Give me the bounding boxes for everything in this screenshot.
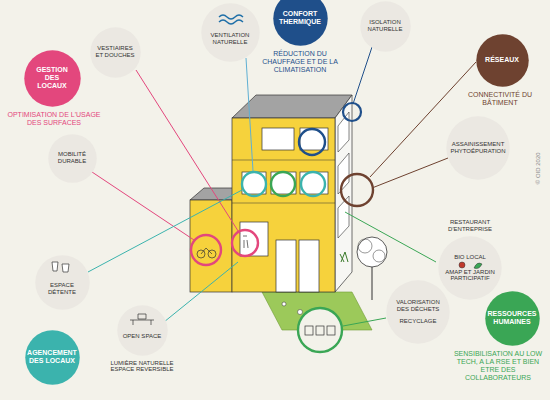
circle-content: OPEN SPACE [122,321,162,340]
theme-title: CONFORT THERMIQUE [277,10,323,26]
circle-content: VENTILATION NATURELLE [208,18,252,46]
circle-fill [476,34,528,86]
topic-text: BIO LOCAL [454,254,486,261]
caption-wrap: RÉDUCTION DU CHAUFFAGE ET DE LA CLIMATIS… [253,50,347,74]
circle-fill [35,255,89,309]
topic-circle: VESTIAIRES ET DOUCHES [90,27,141,78]
circle-outline [117,305,168,356]
circle-fill [24,50,80,106]
topic-circle: BIO LOCALAMAP ET JARDIN PARTICIPATIFREST… [438,236,502,300]
circle-content: RESSOURCES HUMAINES [489,310,535,326]
topic-text: VENTILATION NATURELLE [208,32,252,46]
circle-content: BIO LOCAL AMAP ET JARDIN PARTICIPATIF [445,254,495,283]
circle-content: GESTION DES LOCAUX [30,66,74,90]
theme-circle: GESTION DES LOCAUXOPTIMISATION DE L'USAG… [24,50,81,107]
circle-fill [485,291,539,345]
theme-circle: CONFORT THERMIQUERÉDUCTION DU CHAUFFAGE … [273,0,328,46]
theme-circle: RÉSEAUXCONNECTIVITÉ DU BÂTIMENT [476,34,529,87]
theme-title: AGENCEMENT DES LOCAUX [27,349,77,365]
theme-caption: RESTAURANT D'ENTREPRISE [435,219,505,233]
topic-text: ISOLATION NATURELLE [364,19,406,33]
topic-text: AMAP ET JARDIN PARTICIPATIF [445,269,495,283]
topic-circle: OPEN SPACELUMIÈRE NATURELLE ESPACE REVER… [117,305,168,356]
circle-content: ISOLATION NATURELLE [364,19,406,33]
topic-circle: ASSAINISSEMENT PHYTOÉPURATION [446,116,510,180]
circle-content: MOBILITÉ DURABLE [52,151,92,165]
circle-fill [273,0,327,45]
caption-wrap: OPTIMISATION DE L'USAGE DES SURFACES [6,111,102,127]
circle-fill [25,330,79,384]
caption-wrap: SENSIBILISATION AU LOW TECH, A LA RSE ET… [450,350,546,382]
theme-title: RESSOURCES HUMAINES [488,310,537,326]
circle-fill [386,280,449,343]
circle-content: VALORISATION DES DÉCHETS RECYCLAGE [392,299,444,325]
theme-title: GESTION DES LOCAUX [30,66,74,90]
circle-fill [438,236,501,299]
topic-text: OPEN SPACE [123,333,162,340]
theme-caption: OPTIMISATION DE L'USAGE DES SURFACES [6,111,102,127]
circle-fill [446,116,509,179]
circle-outline [438,236,502,300]
theme-caption: RÉDUCTION DU CHAUFFAGE ET DE LA CLIMATIS… [253,50,347,74]
circle-fill [117,305,167,355]
topic-text: MOBILITÉ DURABLE [52,151,92,165]
circle-content: AGENCEMENT DES LOCAUX [29,349,75,365]
circle-fill [48,134,97,183]
circle-content: ASSAINISSEMENT PHYTOÉPURATION [450,141,506,155]
caption-wrap: LUMIÈRE NATURELLE ESPACE REVERSIBLE [99,360,185,374]
topic-text: ASSAINISSEMENT PHYTOÉPURATION [450,141,506,155]
circle-fill [90,27,140,77]
topic-text: VALORISATION DES DÉCHETS [392,299,444,313]
circle-fill [360,1,410,51]
circle-content: ESPACE DÉTENTE [42,268,82,296]
circle-fill [201,3,259,61]
copyright-note: © OID 2020 [535,152,542,184]
topic-circle: ESPACE DÉTENTE [35,255,90,310]
topic-circle: VALORISATION DES DÉCHETS RECYCLAGE [386,280,450,344]
topic-text: RECYCLAGE [399,318,436,325]
theme-caption: LUMIÈRE NATURELLE ESPACE REVERSIBLE [99,360,185,374]
theme-circle: AGENCEMENT DES LOCAUX [25,330,80,385]
circle-content: RÉSEAUX [479,56,525,64]
theme-circle: RESSOURCES HUMAINESSENSIBILISATION AU LO… [485,291,540,346]
caption-wrap: CONNECTIVITÉ DU BÂTIMENT [460,91,540,107]
topic-text: VESTIAIRES ET DOUCHES [94,45,136,59]
topic-circle: ISOLATION NATURELLE [360,1,411,52]
circle-outline [35,255,90,310]
circle-content: CONFORT THERMIQUE [277,10,323,26]
topic-circle: MOBILITÉ DURABLE [48,134,97,183]
caption-wrap: RESTAURANT D'ENTREPRISE [435,219,505,233]
topic-circle: VENTILATION NATURELLE [201,3,260,62]
theme-caption: SENSIBILISATION AU LOW TECH, A LA RSE ET… [450,350,546,382]
circle-content: VESTIAIRES ET DOUCHES [94,45,136,59]
theme-caption: CONNECTIVITÉ DU BÂTIMENT [460,91,540,107]
topic-text: ESPACE DÉTENTE [42,282,82,296]
circle-outline [201,3,260,62]
theme-title: RÉSEAUX [485,56,519,64]
